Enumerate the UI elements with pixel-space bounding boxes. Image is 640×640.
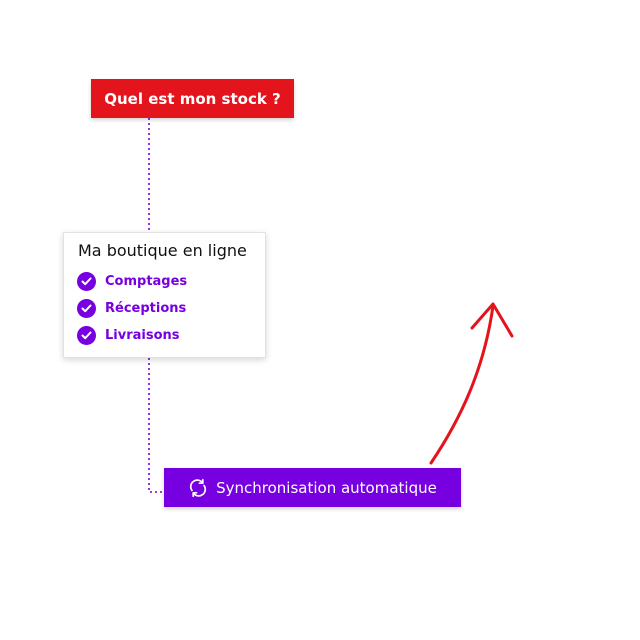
check-item-livraisons: Livraisons [77, 325, 180, 345]
check-item-receptions: Réceptions [77, 298, 186, 318]
check-item-label: Livraisons [105, 327, 180, 343]
sync-label-text: Synchronisation automatique [216, 478, 437, 497]
check-circle-icon [77, 325, 96, 345]
question-label-text: Quel est mon stock ? [104, 89, 281, 108]
curved-arrow-head [470, 302, 514, 338]
curved-arrow-shaft [429, 304, 495, 465]
sync-arrows-icon [188, 478, 208, 498]
connector-card-to-sync [148, 358, 164, 493]
check-circle-icon [77, 271, 96, 291]
check-circle-icon [77, 298, 96, 318]
store-card: Ma boutique en ligne Comptages Réception… [63, 232, 266, 358]
check-item-label: Comptages [105, 273, 188, 289]
store-card-title: Ma boutique en ligne [78, 241, 247, 260]
question-label: Quel est mon stock ? [91, 79, 294, 118]
check-item-label: Réceptions [105, 300, 187, 316]
sync-label: Synchronisation automatique [164, 468, 461, 507]
check-item-comptages: Comptages [77, 271, 187, 291]
